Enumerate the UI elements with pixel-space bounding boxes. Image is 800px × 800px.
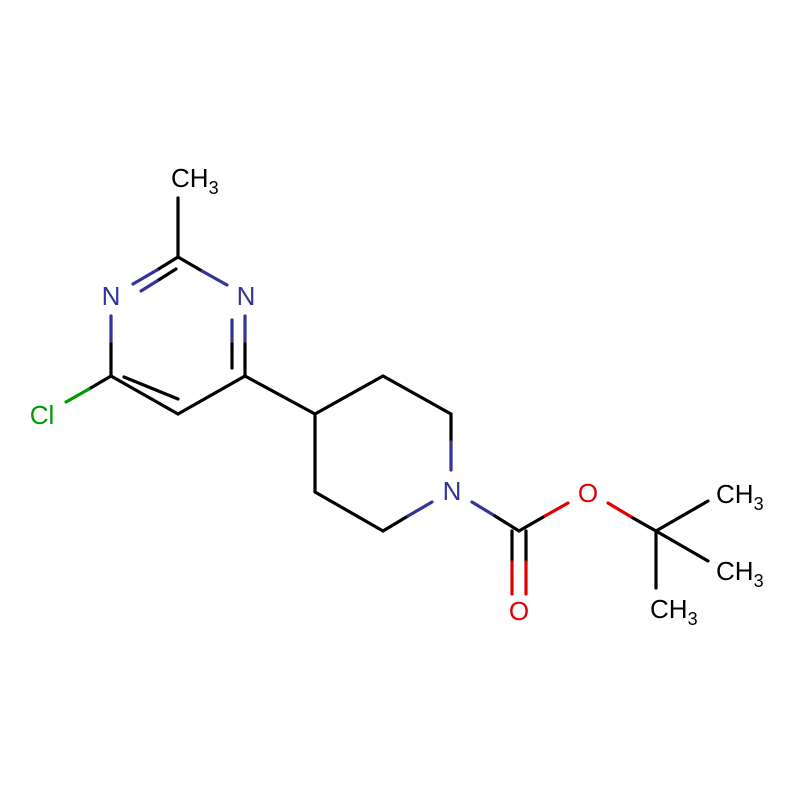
- atom-ch3-middle: CH3: [716, 556, 764, 591]
- bond-c6-c5-inner: [122, 375, 180, 401]
- atom-n-left: N: [102, 281, 121, 311]
- bond-c2-n1-inner-b: [139, 279, 159, 293]
- bond-pip-1: [313, 374, 385, 416]
- atom-labels: CH3 N N Cl N O O CH3 CH3 CH3: [30, 163, 764, 629]
- atom-n-right: N: [237, 281, 256, 311]
- bond-oester-cq-b: [631, 516, 658, 533]
- bond-c2-n1-b: [131, 268, 159, 286]
- atom-o-ester: O: [578, 478, 598, 508]
- bonds: [64, 196, 710, 596]
- bond-c2-n1-a: [155, 255, 180, 272]
- atom-o-carbonyl: O: [509, 596, 529, 626]
- bond-c5-c4: [176, 374, 247, 416]
- bond-oester-cq-a: [606, 501, 635, 520]
- bond-c2-n3-a: [176, 255, 204, 273]
- bond-c-oester-b: [543, 501, 570, 518]
- bond-pip-2: [381, 374, 453, 416]
- bond-n-carbonyl-b: [493, 514, 521, 533]
- atom-ch3-lower: CH3: [650, 594, 698, 629]
- bond-pip-6a: [381, 514, 410, 533]
- atom-n-piperidine: N: [443, 476, 462, 506]
- atom-ch3-top: CH3: [171, 163, 219, 198]
- bond-c6-cl-b: [64, 387, 91, 404]
- bond-c6-c5: [109, 374, 180, 416]
- bond-pip-5: [313, 490, 385, 533]
- bond-c4-pip: [243, 374, 317, 416]
- bond-c6-cl-a: [87, 374, 113, 391]
- atom-cl: Cl: [30, 400, 55, 430]
- bond-c-oester-a: [517, 514, 547, 533]
- atom-ch3-upper: CH3: [716, 479, 764, 514]
- bond-c2-n1-inner-a: [155, 267, 178, 283]
- bond-n-carbonyl-a: [470, 500, 497, 518]
- bond-pip-6b: [406, 500, 434, 518]
- bond-c2-n3-b: [200, 269, 229, 287]
- bond-cq-me-upper: [654, 499, 710, 533]
- bond-cq-me-middle: [654, 529, 710, 563]
